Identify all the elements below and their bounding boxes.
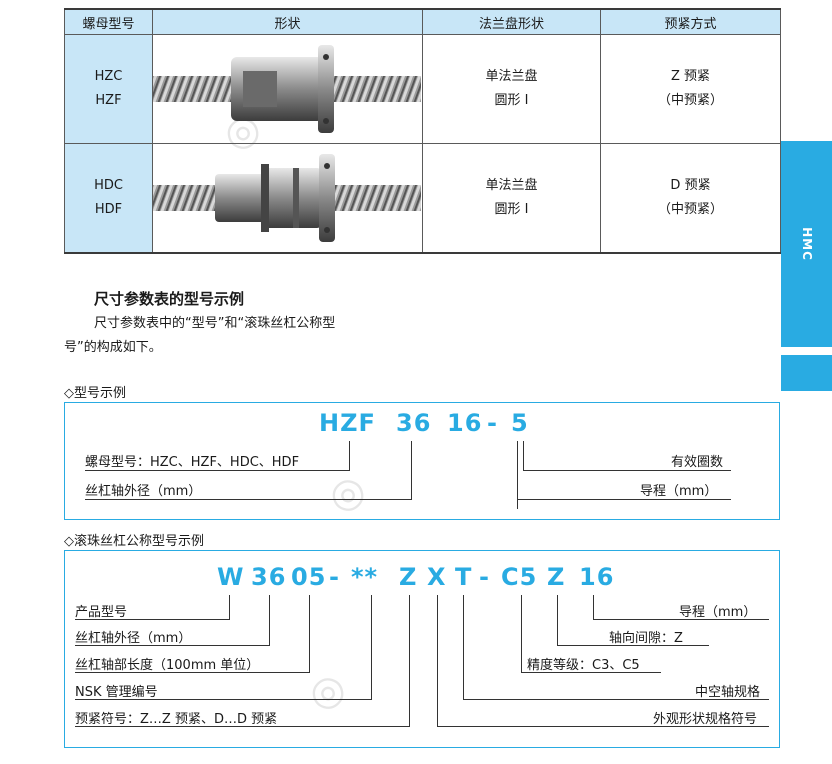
code-part-diameter: 36 <box>251 563 287 591</box>
code-part-nsk: ** <box>351 563 379 591</box>
label-hollow-shaft: 中空轴规格 <box>695 685 761 700</box>
code-part-lead: 16 <box>579 563 615 591</box>
code-part-preload: Z <box>399 563 418 591</box>
table-row: HDC HDF 单法兰盘 圆形 I <box>64 143 781 254</box>
code-part-diameter: 36 <box>396 409 432 437</box>
table-header-row: 螺母型号 形状 法兰盘形状 预紧方式 <box>64 8 781 35</box>
model-cell: HZC HZF <box>64 34 153 144</box>
code-part-play: Z <box>547 563 566 591</box>
example2-title: ◇滚珠丝杠公称型号示例 <box>64 534 204 549</box>
label-product: 产品型号 <box>75 605 128 620</box>
ball-screw-nut-image <box>153 35 421 143</box>
shape-cell <box>152 34 423 144</box>
example2-box: W 36 05 - ** Z X T - C5 Z 16 产品型号 丝杠轴外径（… <box>64 550 780 748</box>
label-shaft-diameter: 丝杠轴外径（mm） <box>85 484 202 499</box>
label-thread-length: 丝杠轴部长度（100mm 单位） <box>75 658 260 673</box>
label-nut-type: 螺母型号：HZC、HZF、HDC、HDF <box>85 455 300 470</box>
code-part-accuracy: C5 <box>501 563 538 591</box>
side-tab-hmc[interactable]: HMC <box>781 141 832 347</box>
col-header-flange: 法兰盘形状 <box>422 8 601 35</box>
code-part-lead: 16 <box>447 409 483 437</box>
label-preload: 预紧符号：Z…Z 预紧、D…D 预紧 <box>75 712 278 727</box>
col-header-model: 螺母型号 <box>64 8 153 35</box>
side-tab-bar <box>781 355 832 391</box>
code-part-appearance: X <box>427 563 447 591</box>
shape-cell <box>152 143 423 254</box>
example1-title: ◇型号示例 <box>64 386 126 401</box>
label-lead: 导程（mm） <box>640 484 718 499</box>
code-part-dash: - <box>329 563 340 591</box>
label-accuracy: 精度等级：C3、C5 <box>527 658 640 673</box>
nut-type-table: 螺母型号 形状 法兰盘形状 预紧方式 HZC HZF <box>64 8 781 254</box>
intro-text-line1: 尺寸参数表中的“型号”和“滚珠丝杠公称型 <box>94 316 336 331</box>
label-lead: 导程（mm） <box>679 605 757 620</box>
code-part-turns: 5 <box>511 409 529 437</box>
code-part-dash: - <box>487 409 498 437</box>
label-axial-play: 轴向间隙：Z <box>609 631 683 646</box>
label-nsk-number: NSK 管理编号 <box>75 685 158 700</box>
section-heading: 尺寸参数表的型号示例 <box>94 290 245 308</box>
code-part-length: 05 <box>291 563 327 591</box>
model-cell: HDC HDF <box>64 143 153 254</box>
intro-text-line2: 号”的构成如下。 <box>64 340 162 355</box>
flange-cell: 单法兰盘 圆形 I <box>422 34 601 144</box>
table-row: HZC HZF <box>64 34 781 144</box>
side-tab-label: HMC <box>799 227 814 261</box>
preload-cell: Z 预紧 （中预紧） <box>600 34 781 144</box>
col-header-preload: 预紧方式 <box>600 8 781 35</box>
label-shaft-diameter: 丝杠轴外径（mm） <box>75 631 192 646</box>
preload-cell: D 预紧 （中预紧） <box>600 143 781 254</box>
label-turns: 有效圈数 <box>671 455 724 470</box>
ball-screw-nut-image <box>153 144 421 252</box>
label-appearance: 外观形状规格符号 <box>653 712 758 727</box>
example1-box: HZF 36 16 - 5 螺母型号：HZC、HZF、HDC、HDF 丝杠轴外径… <box>64 402 780 520</box>
code-part-product: W <box>217 563 245 591</box>
flange-cell: 单法兰盘 圆形 I <box>422 143 601 254</box>
code-part-nut: HZF <box>319 409 376 437</box>
code-part-dash: - <box>479 563 490 591</box>
code-part-hollow: T <box>455 563 473 591</box>
col-header-shape: 形状 <box>152 8 423 35</box>
